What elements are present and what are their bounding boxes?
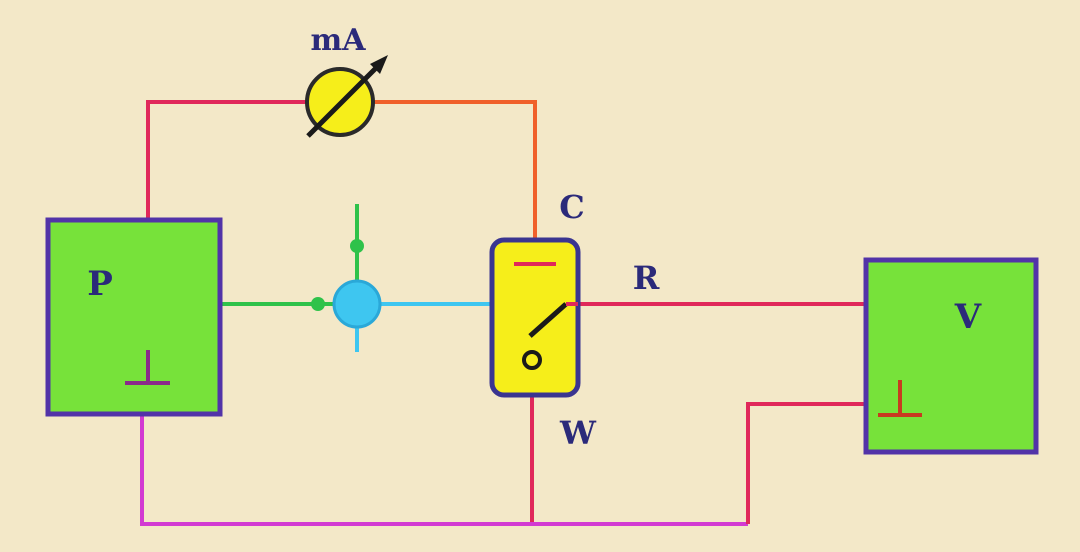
ground-symbol-v <box>878 380 922 417</box>
terminal-c-label: C <box>559 188 584 226</box>
switch-w-terminal <box>522 350 542 370</box>
box-v-label: V <box>954 297 982 337</box>
terminal-r-label: R <box>633 259 660 297</box>
ammeter-label: mA <box>310 23 366 58</box>
box-v: V <box>863 257 1039 455</box>
ammeter: mA <box>305 23 388 138</box>
wire-ammeter-to-c <box>372 100 537 262</box>
wire-bus-to-v <box>746 402 866 524</box>
ammeter-arrowhead <box>370 55 388 74</box>
ammeter-needle <box>306 62 382 138</box>
box-p: P <box>45 217 223 417</box>
box-p-label: P <box>87 264 113 304</box>
green-node-top <box>350 239 364 253</box>
switch-arm <box>528 302 568 338</box>
terminal-w-label: W <box>559 414 597 452</box>
wire-p-to-ammeter <box>146 100 308 220</box>
ground-bus-wire <box>140 414 748 526</box>
blue-junction <box>332 279 382 329</box>
switch <box>489 237 581 398</box>
green-node-left <box>311 297 325 311</box>
ground-symbol-p <box>125 350 170 385</box>
